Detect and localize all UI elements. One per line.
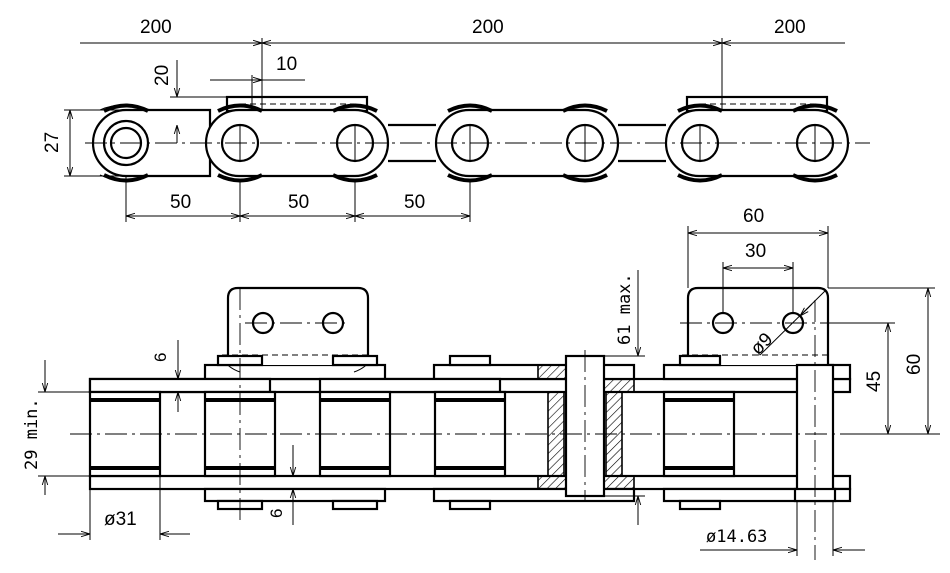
sectioned-joint <box>537 350 635 500</box>
dim-label-29-min: 29 min. <box>22 398 42 470</box>
dim-label-50-2: 50 <box>288 192 309 213</box>
dim-label-50-1: 50 <box>170 192 191 213</box>
dim-plate-thickness-top: 6 <box>151 340 178 412</box>
dim-label-60-height: 60 <box>904 354 925 375</box>
dim-label-200-right: 200 <box>774 17 806 38</box>
dim-label-10: 10 <box>276 54 297 75</box>
dim-roller-diameter: ø31 <box>58 476 190 540</box>
dim-label-27: 27 <box>42 132 63 153</box>
dim-label-o14-63: ø14.63 <box>706 527 767 547</box>
dim-label-200-left: 200 <box>140 17 172 38</box>
dim-label-61-max: 61 max. <box>615 273 635 345</box>
dim-label-o31: ø31 <box>104 509 137 530</box>
dim-pitch-50: 50 50 50 <box>125 176 471 222</box>
dim-label-60-width: 60 <box>743 206 764 227</box>
inner-link-joint-1 <box>388 123 436 163</box>
dim-label-200-middle: 200 <box>472 17 504 38</box>
dim-label-50-3: 50 <box>404 192 425 213</box>
dim-height-max: 61 max. <box>604 270 645 525</box>
attachment-bracket-right <box>680 286 890 365</box>
dim-label-30: 30 <box>745 241 766 262</box>
dim-link-height: 27 <box>42 109 126 177</box>
front-view: 60 30 ø9 45 60 <box>22 206 940 560</box>
dim-label-45: 45 <box>864 371 885 392</box>
dim-label-6-top: 6 <box>151 353 170 362</box>
dim-pitch-200: 200 200 200 <box>80 17 845 110</box>
roller-arcs <box>103 103 838 183</box>
inner-link-joint-2 <box>618 123 666 163</box>
dim-label-6-bottom: 6 <box>267 509 286 518</box>
top-view: 200 200 200 20 10 27 <box>42 17 870 222</box>
dim-label-20: 20 <box>152 65 173 86</box>
front-centerlines <box>70 288 860 560</box>
dim-hole-height: 45 <box>828 322 940 435</box>
dim-inner-width: 29 min. <box>22 360 90 495</box>
dim-pin-diameter: ø14.63 <box>700 501 865 556</box>
dim-attachment-offset: 10 <box>210 54 305 110</box>
dim-total-height: 60 <box>828 287 935 434</box>
dim-attachment-width: 60 <box>687 206 829 288</box>
rollers <box>88 390 736 478</box>
dim-plate-thickness-bottom: 6 <box>267 445 293 525</box>
dim-hole-spacing: 30 <box>722 241 794 313</box>
dim-attachment-height: 20 <box>152 60 230 143</box>
